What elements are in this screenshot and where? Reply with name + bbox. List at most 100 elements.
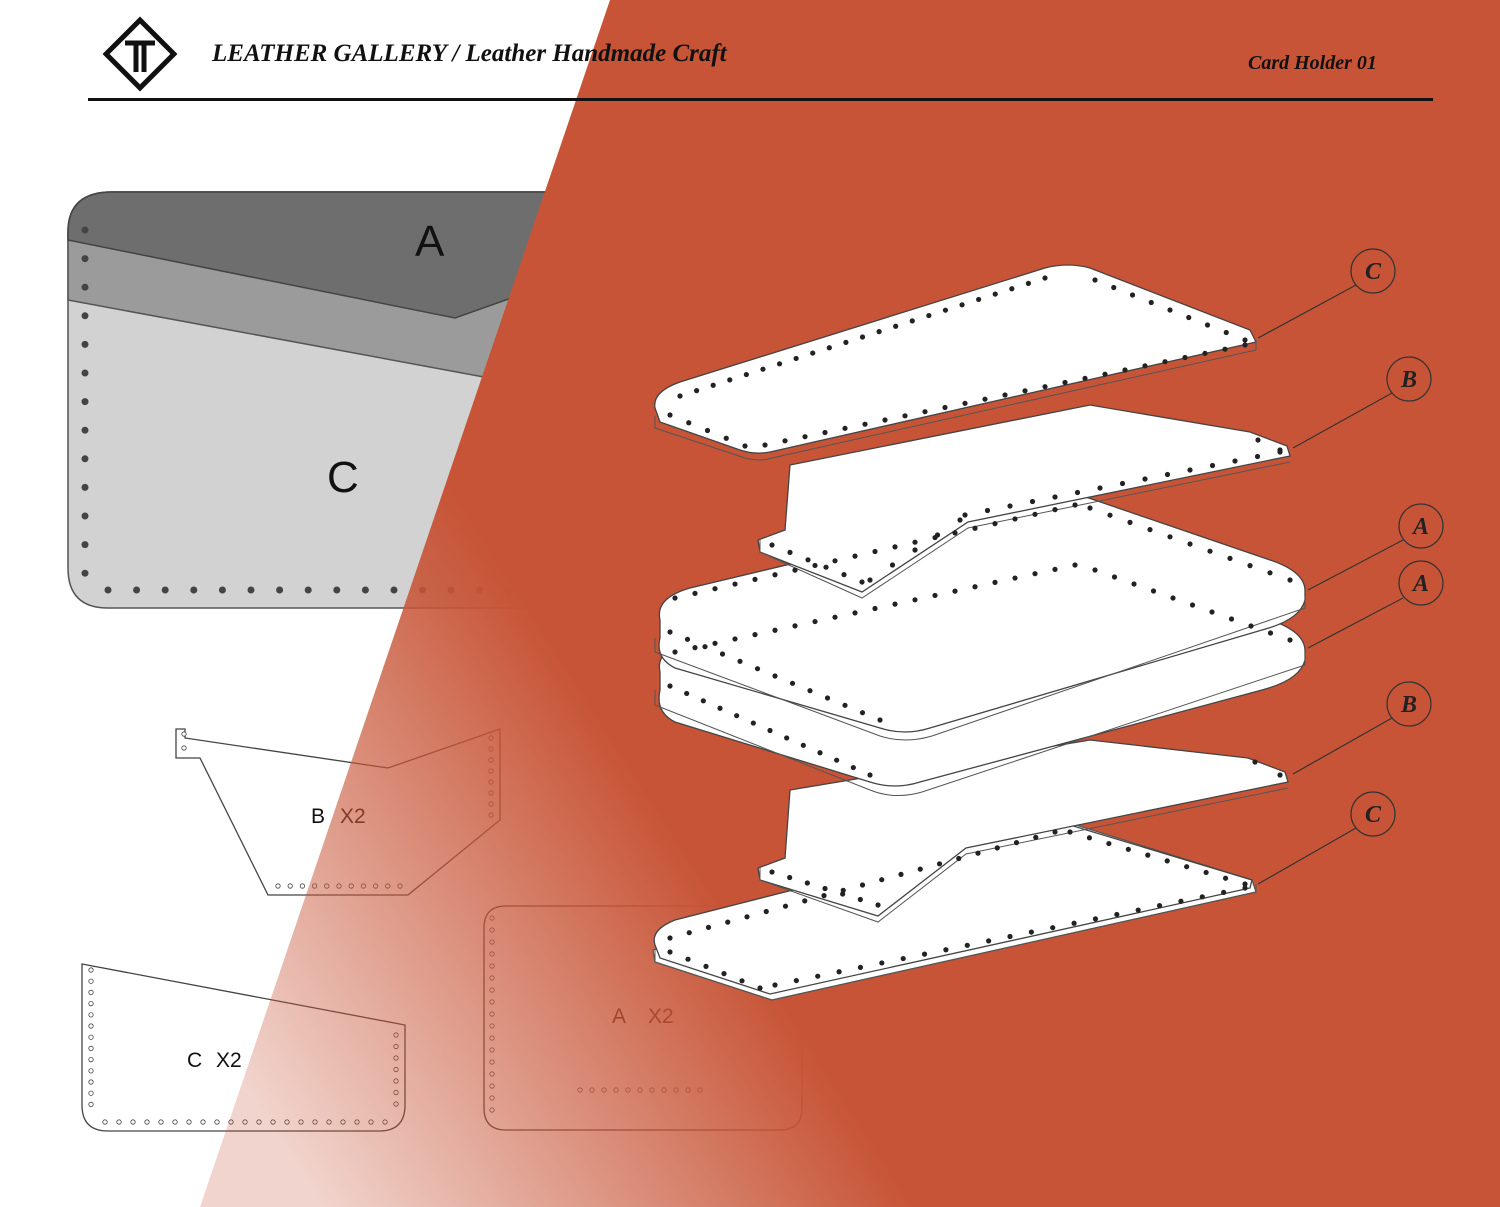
stitch-hole: [102, 1119, 108, 1125]
stitch-hole: [776, 361, 783, 367]
stitch-hole: [704, 427, 711, 434]
stitch-hole: [898, 871, 904, 878]
stitch-hole: [932, 592, 938, 599]
stitch-hole: [859, 579, 865, 585]
stitch-hole: [667, 629, 673, 635]
stitch-hole: [684, 636, 691, 642]
stitch-hole: [975, 850, 981, 856]
stitch-hole: [810, 350, 816, 356]
stitch-hole: [1178, 898, 1184, 904]
stitch-hole: [772, 627, 778, 633]
stitch-hole: [717, 705, 723, 711]
stitch-hole: [1052, 494, 1058, 500]
stitch-hole: [1067, 829, 1073, 835]
stitch-hole: [879, 877, 885, 883]
stitch-hole: [333, 586, 341, 594]
stitch-hole: [1097, 485, 1103, 491]
stitch-hole: [956, 855, 962, 862]
stitch-hole: [1277, 772, 1283, 778]
stitch-hole: [1106, 840, 1112, 847]
stitch-hole: [1162, 359, 1168, 365]
stitch-hole: [712, 640, 718, 646]
stitch-hole: [88, 1034, 94, 1040]
stitch-hole: [769, 869, 775, 875]
stitch-hole: [81, 226, 89, 234]
stitch-hole: [81, 569, 89, 577]
stitch-hole: [88, 1068, 94, 1074]
stitch-hole: [1009, 286, 1015, 292]
stitch-hole: [1182, 354, 1188, 361]
stitch-hole: [1242, 885, 1248, 891]
stitch-hole: [744, 914, 750, 920]
stitch-hole: [962, 512, 968, 518]
stitch-hole: [1207, 548, 1213, 554]
stitch-hole: [88, 1101, 94, 1108]
stitch-hole: [792, 567, 798, 573]
stitch-hole: [1184, 864, 1190, 870]
stitch-hole: [782, 903, 789, 909]
stitch-hole: [1142, 363, 1148, 369]
stitch-hole: [81, 541, 89, 549]
stitch-hole: [959, 302, 965, 308]
stitch-hole: [1007, 933, 1013, 940]
stitch-hole: [750, 720, 756, 726]
stitch-hole: [88, 1023, 94, 1029]
stitch-hole: [762, 442, 768, 448]
stitch-hole: [850, 764, 856, 771]
stitch-hole: [737, 658, 743, 664]
callout-a-lower-label: A: [1411, 571, 1429, 597]
stitch-hole: [1022, 388, 1028, 394]
stitch-hole: [787, 549, 793, 556]
callout-c-top: C: [1257, 248, 1396, 339]
stitch-hole: [752, 576, 758, 583]
stitch-hole: [1032, 571, 1038, 577]
stitch-hole: [1150, 588, 1157, 594]
exploded-layer-c-top: [654, 264, 1257, 461]
stitch-hole: [900, 955, 906, 962]
stitch-hole: [1125, 846, 1131, 852]
assembled-label-a: A: [415, 217, 445, 266]
stitch-hole: [1072, 502, 1078, 508]
stitch-hole: [88, 1045, 94, 1052]
piece-b-letter: B: [311, 805, 325, 828]
callout-b-top-label: B: [1400, 367, 1417, 393]
exploded-layer-a-upper: [654, 494, 1306, 741]
stitch-hole: [867, 577, 873, 583]
stitch-hole: [692, 590, 698, 596]
stitch-hole: [992, 291, 998, 297]
stitch-hole: [812, 618, 818, 625]
stitch-hole: [88, 978, 94, 984]
stitch-hole: [994, 845, 1000, 851]
stitch-hole: [943, 947, 949, 953]
stitch-hole: [710, 382, 716, 388]
stitch-hole: [921, 951, 928, 957]
brand-logo-icon: [102, 16, 178, 92]
stitch-hole: [304, 586, 312, 594]
stitch-hole: [1222, 875, 1229, 881]
stitch-hole: [812, 562, 818, 569]
stitch-hole: [743, 371, 749, 378]
stitch-hole: [917, 866, 923, 872]
stitch-hole: [872, 605, 878, 612]
stitch-hole: [972, 584, 978, 590]
stitch-hole: [972, 525, 978, 531]
stitch-hole: [1092, 277, 1098, 283]
stitch-hole: [1242, 337, 1248, 343]
stitch-hole: [1186, 314, 1192, 321]
stitch-hole: [276, 586, 284, 594]
stitch-hole: [1277, 447, 1283, 453]
stitch-hole: [1029, 498, 1036, 505]
stitch-hole: [133, 586, 141, 594]
stitch-hole: [1145, 852, 1151, 858]
stitch-hole: [1248, 623, 1254, 629]
stitch-hole: [1012, 575, 1018, 581]
stitch-hole: [667, 683, 673, 689]
stitch-hole: [723, 435, 729, 441]
stitch-hole: [992, 521, 998, 527]
stitch-hole: [982, 396, 988, 402]
stitch-hole: [1092, 916, 1099, 922]
stitch-hole: [702, 644, 708, 650]
stitch-hole: [1052, 566, 1058, 572]
stitch-hole: [805, 557, 811, 563]
stitch-hole: [793, 977, 799, 984]
